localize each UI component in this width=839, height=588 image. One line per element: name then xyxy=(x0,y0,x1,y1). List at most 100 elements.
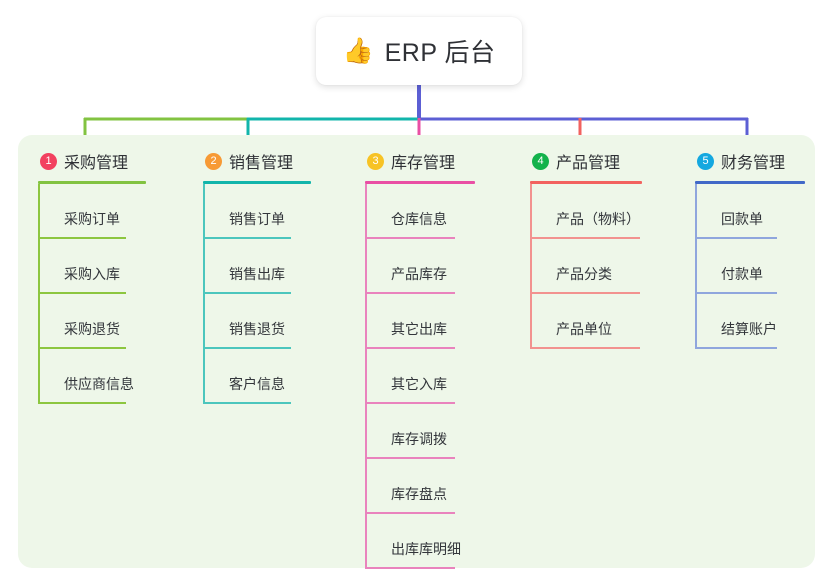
list-item[interactable]: 供应商信息 xyxy=(38,349,146,404)
list-item[interactable]: 结算账户 xyxy=(695,294,805,349)
column-header-4[interactable]: 4 产品管理 xyxy=(530,148,642,174)
column-spine-4 xyxy=(530,184,532,349)
list-item-rule xyxy=(38,292,126,294)
column-header-rule-1 xyxy=(38,181,146,184)
thumbs-up-icon: 👍 xyxy=(342,36,374,65)
list-item-label: 销售出库 xyxy=(229,266,285,282)
column-header-3[interactable]: 3 库存管理 xyxy=(365,148,475,174)
column-header-rule-4 xyxy=(530,181,642,184)
column-spine-1 xyxy=(38,184,40,404)
root-title: ERP 后台 xyxy=(384,39,496,67)
list-item-label: 库存调拨 xyxy=(391,431,447,447)
list-item[interactable]: 产品（物料） xyxy=(530,184,642,239)
list-item[interactable]: 采购退货 xyxy=(38,294,146,349)
column-3: 3 库存管理仓库信息产品库存其它出库其它入库库存调拨库存盘点出库库明细 xyxy=(365,148,475,569)
list-item-label: 销售退货 xyxy=(229,321,285,337)
list-item[interactable]: 产品库存 xyxy=(365,239,475,294)
list-item[interactable]: 回款单 xyxy=(695,184,805,239)
column-header-1[interactable]: 1 采购管理 xyxy=(38,148,146,174)
list-item-rule xyxy=(365,237,455,239)
root-node-content: 👍 ERP 后台 xyxy=(342,33,495,69)
column-title-1: 采购管理 xyxy=(64,155,129,172)
column-header-5[interactable]: 5 财务管理 xyxy=(695,148,805,174)
list-item[interactable]: 销售订单 xyxy=(203,184,311,239)
list-item-label: 仓库信息 xyxy=(391,211,447,227)
list-item[interactable]: 库存盘点 xyxy=(365,459,475,514)
column-badge-3: 3 xyxy=(367,152,384,170)
diagram-panel: 1 采购管理采购订单采购入库采购退货供应商信息 2 销售管理销售订单销售出库销售退货客… xyxy=(18,135,815,569)
list-item-label: 结算账户 xyxy=(721,321,777,337)
list-item-label: 产品分类 xyxy=(556,266,612,282)
column-badge-1: 1 xyxy=(40,152,57,170)
list-item[interactable]: 付款单 xyxy=(695,239,805,294)
list-item[interactable]: 采购入库 xyxy=(38,239,146,294)
list-item[interactable]: 库存调拨 xyxy=(365,404,475,459)
column-spine-2 xyxy=(203,184,205,404)
list-item-label: 其它出库 xyxy=(391,321,447,337)
list-item[interactable]: 仓库信息 xyxy=(365,184,475,239)
list-item-label: 供应商信息 xyxy=(64,376,134,392)
list-item-rule xyxy=(38,237,126,239)
list-item-rule xyxy=(203,347,291,349)
column-title-3: 库存管理 xyxy=(391,155,456,172)
column-badge-2: 2 xyxy=(205,152,222,170)
list-item-label: 出库库明细 xyxy=(391,541,461,557)
list-item-rule xyxy=(695,292,777,294)
list-item-label: 其它入库 xyxy=(391,376,447,392)
list-item-rule xyxy=(365,347,455,349)
list-item-label: 产品单位 xyxy=(556,321,612,337)
list-item-rule xyxy=(695,237,777,239)
list-item-label: 采购订单 xyxy=(64,211,120,227)
column-items-1: 采购订单采购入库采购退货供应商信息 xyxy=(38,184,146,404)
column-5: 5 财务管理回款单付款单结算账户 xyxy=(695,148,805,349)
list-item-rule xyxy=(365,567,455,569)
list-item-label: 库存盘点 xyxy=(391,486,447,502)
list-item-rule xyxy=(38,347,126,349)
column-1: 1 采购管理采购订单采购入库采购退货供应商信息 xyxy=(38,148,146,404)
list-item-rule xyxy=(530,237,640,239)
column-header-rule-5 xyxy=(695,181,805,184)
list-item-label: 客户信息 xyxy=(229,376,285,392)
list-item-rule xyxy=(530,347,640,349)
list-item[interactable]: 销售退货 xyxy=(203,294,311,349)
list-item-label: 回款单 xyxy=(721,211,763,227)
column-title-5: 财务管理 xyxy=(721,155,786,172)
column-items-2: 销售订单销售出库销售退货客户信息 xyxy=(203,184,311,404)
column-items-4: 产品（物料） 产品分类产品单位 xyxy=(530,184,642,349)
list-item-label: 产品库存 xyxy=(391,266,447,282)
column-4: 4 产品管理产品（物料） 产品分类产品单位 xyxy=(530,148,642,349)
list-item[interactable]: 销售出库 xyxy=(203,239,311,294)
column-items-3: 仓库信息产品库存其它出库其它入库库存调拨库存盘点出库库明细 xyxy=(365,184,475,569)
list-item[interactable]: 出库库明细 xyxy=(365,514,475,569)
list-item[interactable]: 其它入库 xyxy=(365,349,475,404)
list-item-rule xyxy=(365,512,455,514)
list-item-rule xyxy=(365,292,455,294)
list-item-rule xyxy=(38,402,126,404)
list-item-label: 销售订单 xyxy=(229,211,285,227)
column-spine-3 xyxy=(365,184,367,569)
list-item-label: 产品（物料） xyxy=(556,211,640,227)
list-item-label: 付款单 xyxy=(721,266,763,282)
column-items-5: 回款单付款单结算账户 xyxy=(695,184,805,349)
column-header-2[interactable]: 2 销售管理 xyxy=(203,148,311,174)
column-badge-5: 5 xyxy=(697,152,714,170)
list-item-rule xyxy=(365,402,455,404)
root-node[interactable]: 👍 ERP 后台 xyxy=(316,17,522,85)
column-spine-5 xyxy=(695,184,697,349)
list-item-label: 采购入库 xyxy=(64,266,120,282)
list-item-rule xyxy=(530,292,640,294)
column-title-2: 销售管理 xyxy=(229,155,294,172)
column-header-rule-3 xyxy=(365,181,475,184)
list-item-rule xyxy=(365,457,455,459)
list-item[interactable]: 采购订单 xyxy=(38,184,146,239)
list-item-rule xyxy=(203,292,291,294)
column-title-4: 产品管理 xyxy=(556,155,621,172)
list-item[interactable]: 产品分类 xyxy=(530,239,642,294)
list-item[interactable]: 产品单位 xyxy=(530,294,642,349)
column-2: 2 销售管理销售订单销售出库销售退货客户信息 xyxy=(203,148,311,404)
list-item[interactable]: 其它出库 xyxy=(365,294,475,349)
list-item[interactable]: 客户信息 xyxy=(203,349,311,404)
list-item-rule xyxy=(695,347,777,349)
column-badge-4: 4 xyxy=(532,152,549,170)
list-item-rule xyxy=(203,237,291,239)
